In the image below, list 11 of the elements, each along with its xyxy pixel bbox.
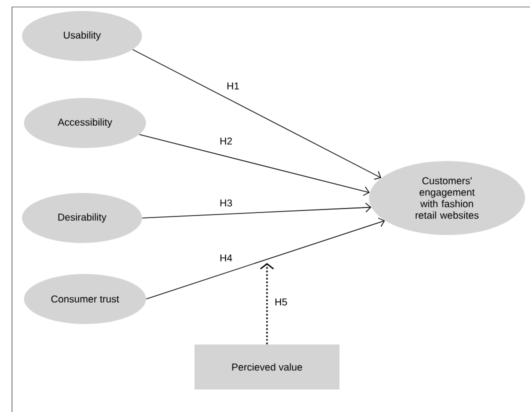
arrow [260, 262, 274, 344]
edge-label: H2 [218, 136, 234, 146]
edge-label: H1 [226, 82, 240, 90]
edge-label: H5 [274, 298, 288, 306]
arrow [142, 202, 372, 218]
moderator-box: Percieved value [194, 344, 340, 390]
arrow [138, 134, 370, 196]
arrow [132, 49, 382, 180]
arrow [146, 218, 385, 300]
edge-label: H4 [218, 254, 234, 262]
edge-label: H3 [218, 198, 234, 208]
